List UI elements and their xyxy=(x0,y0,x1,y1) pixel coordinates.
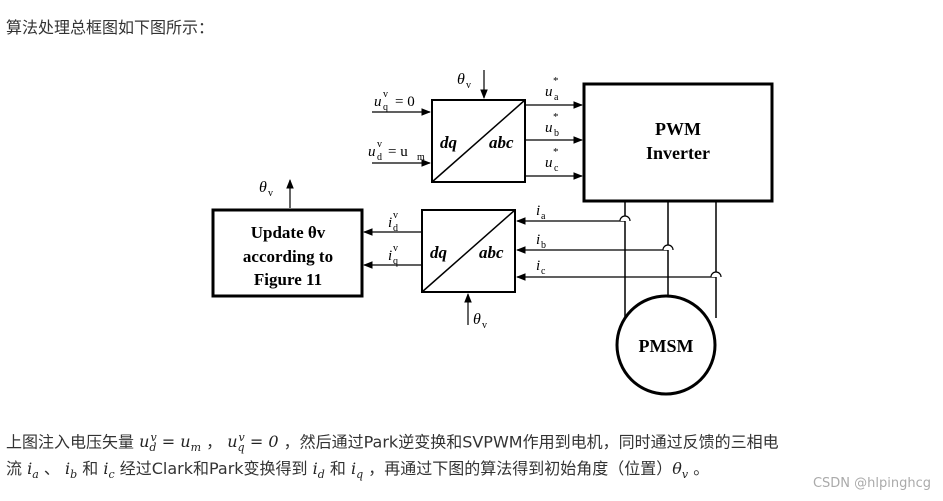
update-line1: Update θv xyxy=(251,223,326,242)
ua-sub: a xyxy=(554,92,559,103)
iq-sup: v xyxy=(393,243,398,254)
block-diagram: dq abc PWM Inverter dq abc Update θv acc… xyxy=(211,70,774,396)
update-line3: Figure 11 xyxy=(254,270,322,289)
watermark: CSDN @hlpinghcg xyxy=(812,476,931,491)
iq-sub: q xyxy=(393,256,398,267)
ib-sub: b xyxy=(541,240,546,251)
ud-sup: v xyxy=(377,139,382,150)
theta-top-symbol: θ xyxy=(457,71,465,88)
ud-symbol: u xyxy=(368,144,376,160)
ua-symbol: u xyxy=(545,84,553,100)
upper-dq-label: dq xyxy=(440,133,458,152)
uc-sub: c xyxy=(554,163,559,174)
paragraph-line-2: 流 ia 、 ib 和 ic 经过Clark和Park变换得到 id 和 iq … xyxy=(6,459,710,482)
theta-bottom-symbol: θ xyxy=(473,311,481,328)
uq-sub: q xyxy=(383,102,388,113)
update-line2: according to xyxy=(243,247,333,266)
theta-out-symbol: θ xyxy=(259,179,267,196)
pwm-label: PWM xyxy=(655,119,701,139)
uq-sup: v xyxy=(383,89,388,100)
lower-transform-block: dq abc xyxy=(421,209,516,293)
intro-text: 算法处理总框图如下图所示： xyxy=(6,18,215,37)
paragraph-line-1: 上图注入电压矢量 udv = um ， uqv = 0 ，然后通过Park逆变换… xyxy=(6,431,779,455)
ub-symbol: u xyxy=(545,120,553,136)
svg-text:*: * xyxy=(553,146,559,158)
pmsm-label: PMSM xyxy=(639,336,694,356)
uc-symbol: u xyxy=(545,155,553,171)
upper-transform-block: dq abc xyxy=(431,99,526,183)
uq-eq: = 0 xyxy=(395,94,415,110)
upper-abc-label: abc xyxy=(489,133,514,152)
ia-symbol: i xyxy=(536,203,540,219)
ia-sub: a xyxy=(541,211,546,222)
pwm-inverter-block: PWM Inverter xyxy=(582,82,774,203)
ic-symbol: i xyxy=(536,258,540,274)
theta-bottom-sub: v xyxy=(482,320,487,331)
uq-symbol: u xyxy=(374,94,382,110)
lower-abc-label: abc xyxy=(479,243,504,262)
ic-sub: c xyxy=(541,266,546,277)
lower-dq-label: dq xyxy=(430,243,448,262)
svg-text:*: * xyxy=(553,75,559,87)
inverter-label: Inverter xyxy=(646,143,710,163)
ud-eq-sub: m xyxy=(417,152,425,163)
theta-top-sub: v xyxy=(466,80,471,91)
ib-symbol: i xyxy=(536,232,540,248)
ud-sub: d xyxy=(377,152,382,163)
svg-text:*: * xyxy=(553,111,559,123)
id-sup: v xyxy=(393,210,398,221)
pmsm-motor: PMSM xyxy=(615,294,717,396)
iq-symbol: i xyxy=(388,248,392,264)
id-symbol: i xyxy=(388,215,392,231)
id-sub: d xyxy=(393,223,398,234)
ub-sub: b xyxy=(554,128,559,139)
update-theta-block: Update θv according to Figure 11 xyxy=(211,208,364,298)
theta-out-sub: v xyxy=(268,188,273,199)
ud-eq: = u xyxy=(388,144,408,160)
